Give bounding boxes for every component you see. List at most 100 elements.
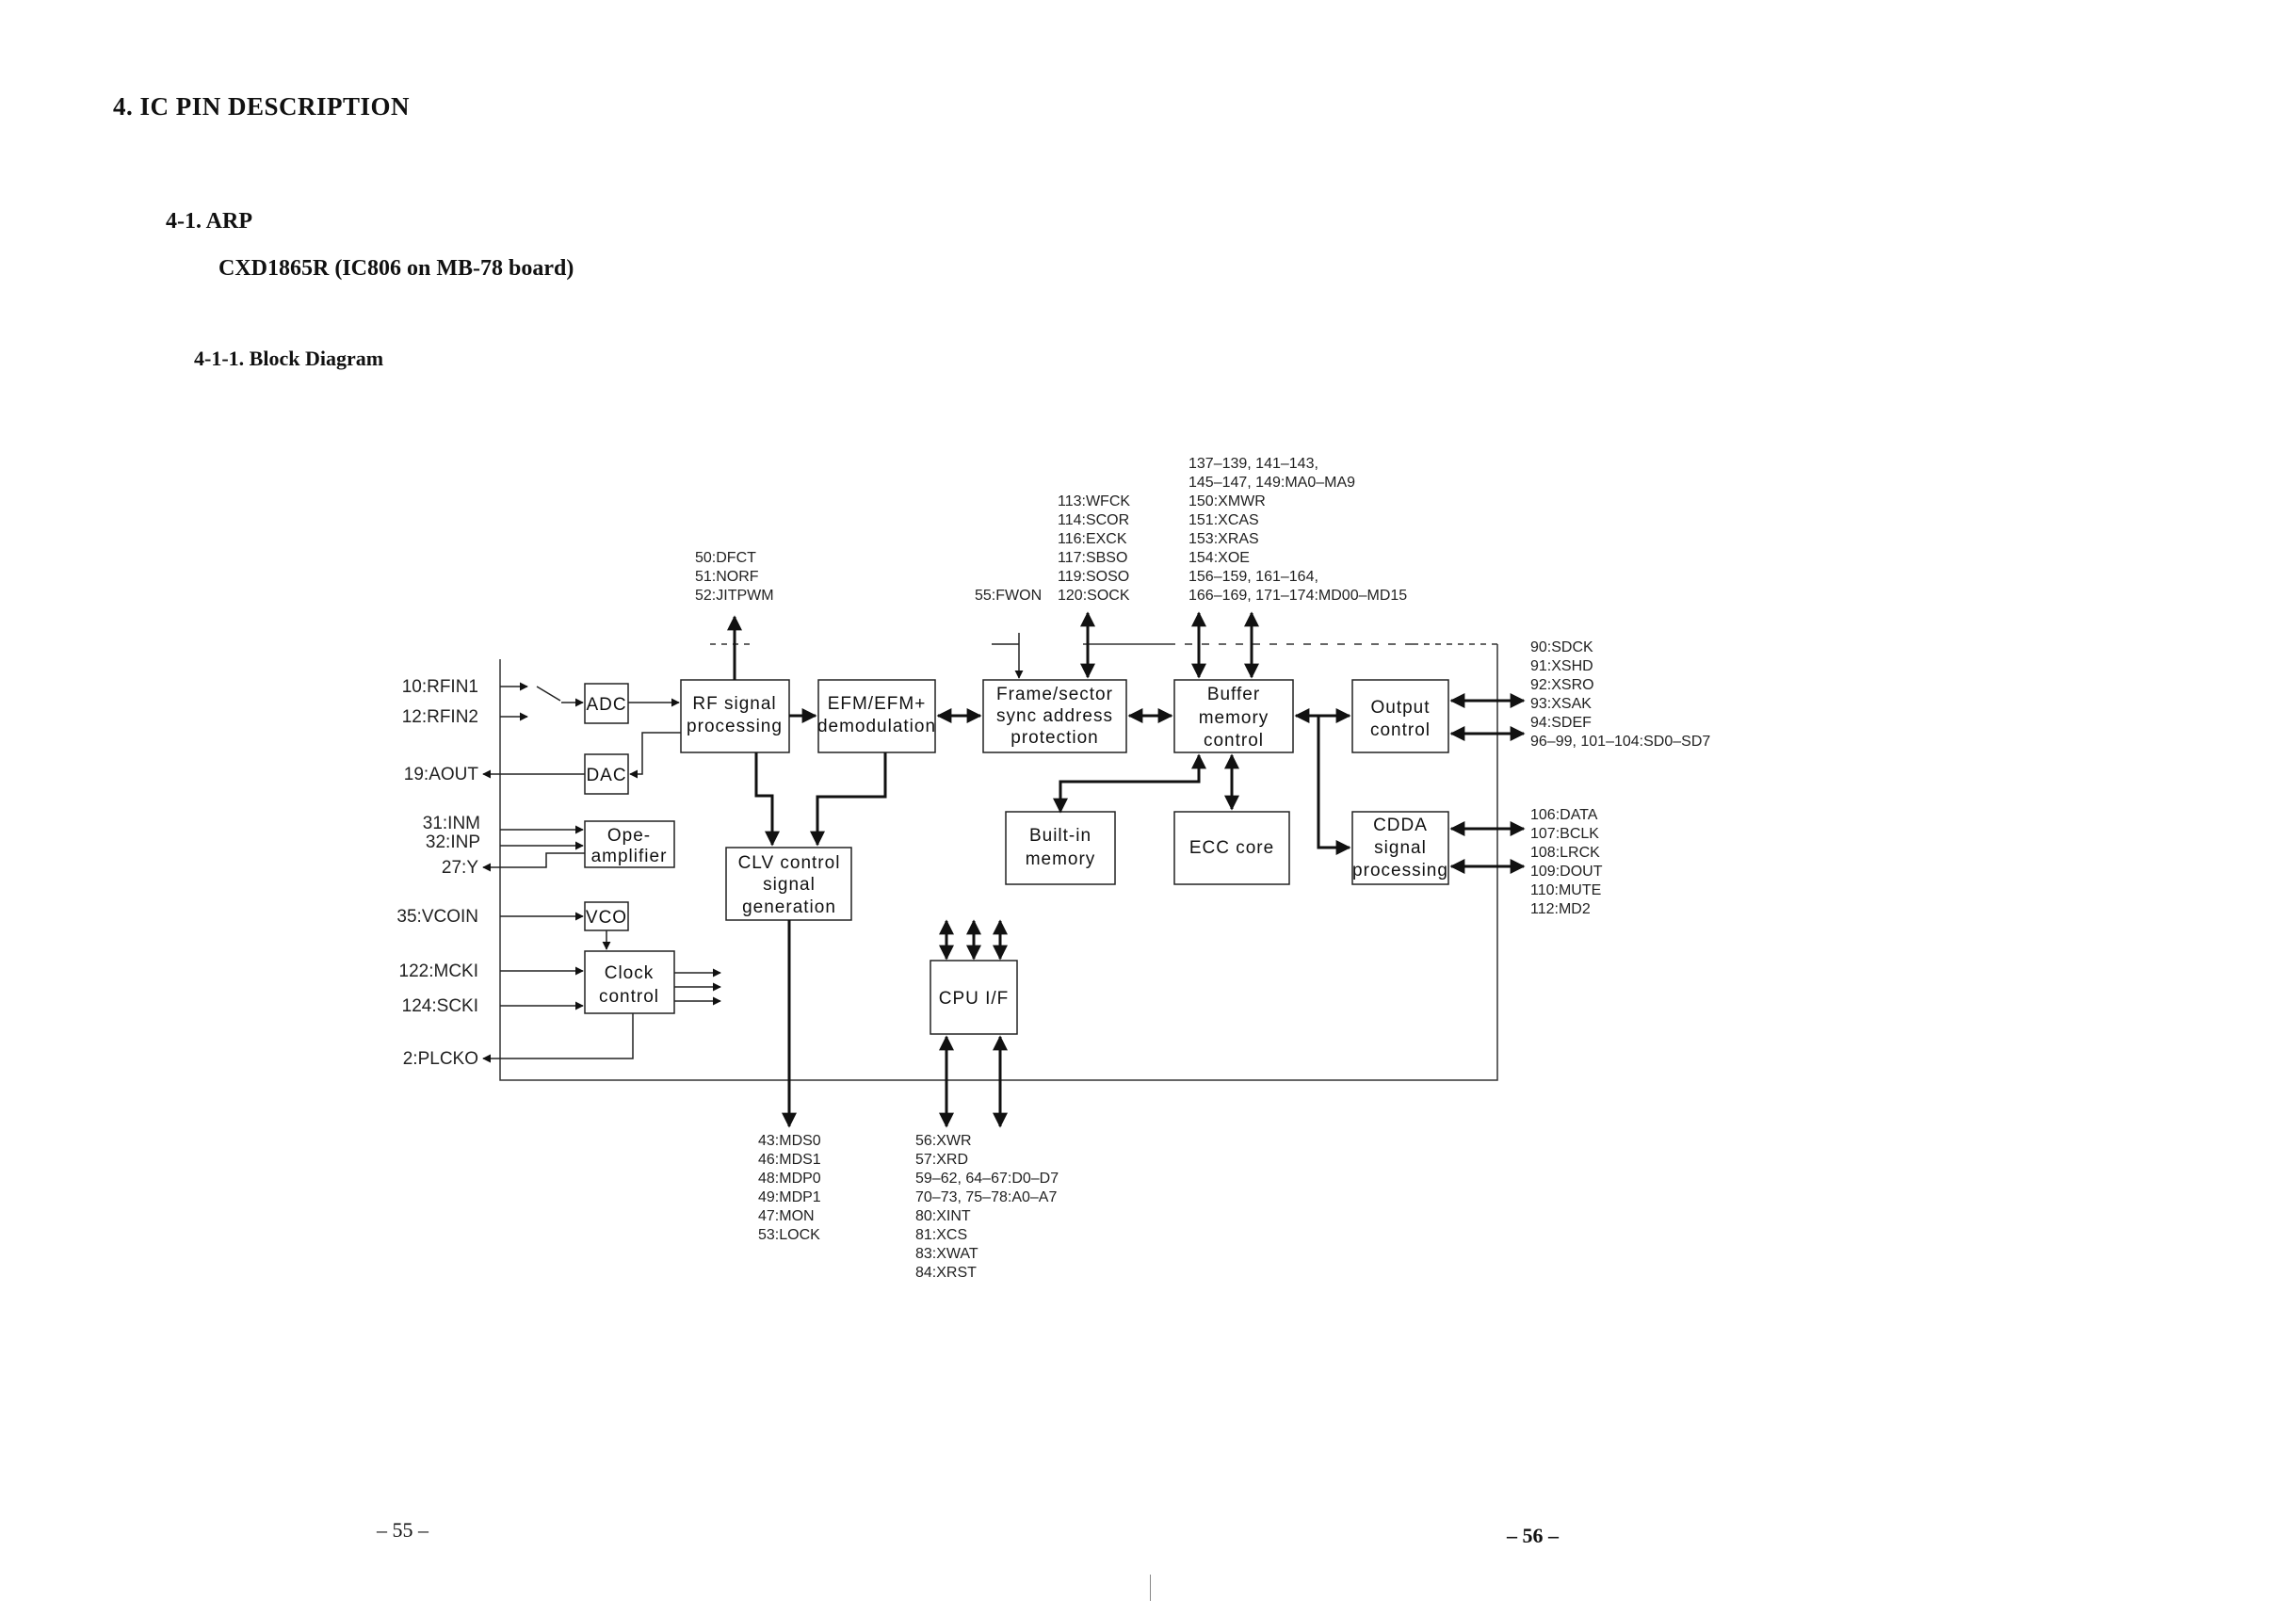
cpu-block (930, 960, 1018, 1035)
pin-sdef: 94:SDEF (1530, 715, 1592, 731)
chip-title: CXD1865R (IC806 on MB-78 board) (218, 256, 574, 281)
pin-inp: 32:INP (426, 832, 480, 852)
pin-vcoin: 35:VCOIN (396, 907, 478, 927)
rf-label-2: processing (687, 717, 783, 736)
pin-xcas: 151:XCAS (1188, 512, 1259, 528)
pin-xcs: 81:XCS (915, 1227, 967, 1243)
page-number-right: – 56 – (1507, 1524, 1559, 1547)
opeamp-label-1: Ope- (607, 826, 651, 846)
cpu-label: CPU I/F (939, 989, 1010, 1009)
adc-label: ADC (586, 695, 626, 715)
output-label-2: control (1370, 720, 1431, 740)
pin-xrd: 57:XRD (915, 1152, 968, 1168)
clv-label-2: signal (763, 875, 816, 895)
buffer-block (1173, 679, 1294, 753)
pin-sd: 96–99, 101–104:SD0–SD7 (1530, 734, 1710, 750)
pin-md-2: 166–169, 171–174:MD00–MD15 (1188, 588, 1407, 604)
pin-bclk: 107:BCLK (1530, 826, 1599, 842)
pin-soso: 119:SOSO (1058, 569, 1129, 585)
pin-mon: 47:MON (758, 1208, 815, 1224)
opeamp-label-2: amplifier (591, 847, 668, 866)
clock-block (584, 950, 675, 1014)
pin-jitpwm: 52:JITPWM (695, 588, 774, 604)
efm-label-2: demodulation (817, 717, 936, 736)
ecc-label: ECC core (1189, 838, 1274, 858)
adc-block (584, 683, 629, 724)
pin-mds1: 46:MDS1 (758, 1152, 821, 1168)
buffer-label-2: memory (1199, 708, 1269, 728)
pin-md-1: 156–159, 161–164, (1188, 569, 1318, 585)
pin-dfct: 50:DFCT (695, 550, 756, 566)
pin-mds0: 43:MDS0 (758, 1133, 821, 1149)
pin-rfin1: 10:RFIN1 (402, 677, 478, 697)
buffer-label-1: Buffer (1207, 685, 1260, 704)
pin-rfin2: 12:RFIN2 (402, 707, 478, 727)
pin-xoe: 154:XOE (1188, 550, 1250, 566)
output-block (1351, 679, 1449, 753)
clv-label-1: CLV control (738, 853, 841, 873)
cdda-label-3: processing (1352, 861, 1448, 881)
output-label-1: Output (1370, 698, 1430, 718)
pin-aout: 19:AOUT (404, 765, 479, 784)
cdda-label-1: CDDA (1373, 816, 1428, 835)
pin-wfck: 113:WFCK (1058, 493, 1130, 509)
pin-d0-d7: 59–62, 64–67:D0–D7 (915, 1171, 1059, 1187)
dac-block (584, 753, 629, 795)
efm-block (817, 679, 936, 753)
builtin-block (1005, 811, 1116, 885)
efm-to-clv (810, 752, 887, 847)
pin-xsro: 92:XSRO (1530, 677, 1594, 693)
pin-sdck: 90:SDCK (1530, 639, 1593, 655)
frame-label-2: sync address (996, 706, 1113, 726)
pin-mdp1: 49:MDP1 (758, 1189, 821, 1205)
pin-norf: 51:NORF (695, 569, 759, 585)
page-divider (1150, 1575, 1151, 1601)
clock-label-1: Clock (605, 963, 655, 983)
clv-block (725, 847, 852, 921)
frame-block (982, 679, 1127, 753)
rf-to-dac (629, 732, 681, 779)
pin-scki: 124:SCKI (402, 996, 478, 1016)
pin-xwr: 56:XWR (915, 1133, 972, 1149)
pin-a0-a7: 70–73, 75–78:A0–A7 (915, 1189, 1057, 1205)
subsection-title: 4-1. ARP (166, 209, 252, 234)
pin-xmwr: 150:XMWR (1188, 493, 1266, 509)
pin-md2: 112:MD2 (1530, 901, 1591, 917)
pin-xint: 80:XINT (915, 1208, 971, 1224)
builtin-label-1: Built-in (1029, 826, 1091, 846)
cdda-block (1351, 811, 1449, 885)
pin-inm: 31:INM (423, 814, 480, 833)
pin-scor: 114:SCOR (1058, 512, 1129, 528)
pin-exck: 116:EXCK (1058, 531, 1127, 547)
pin-xsak: 93:XSAK (1530, 696, 1592, 712)
pin-data: 106:DATA (1530, 807, 1598, 823)
pin-mdp0: 48:MDP0 (758, 1171, 821, 1187)
block-diagram-title: 4-1-1. Block Diagram (194, 347, 384, 370)
pin-xwat: 83:XWAT (915, 1246, 978, 1262)
pin-xras: 153:XRAS (1188, 531, 1259, 547)
ecc-block (1173, 811, 1290, 885)
page-number-left: – 55 – (377, 1518, 428, 1542)
pin-sock: 120:SOCK (1058, 588, 1130, 604)
opeamp-to-y (482, 852, 585, 872)
pin-mcki: 122:MCKI (399, 962, 478, 981)
pin-ma-1: 137–139, 141–143, (1188, 456, 1318, 472)
pin-xshd: 91:XSHD (1530, 658, 1593, 674)
rf-label-1: RF signal (692, 694, 776, 714)
frame-label-3: protection (1011, 728, 1098, 748)
pin-plcko: 2:PLCKO (403, 1049, 478, 1069)
buffer-label-3: control (1204, 731, 1264, 751)
builtin-buffer-bus (1053, 753, 1206, 814)
opeamp-block (584, 820, 675, 868)
buffer-to-cdda (1317, 716, 1351, 855)
pin-mute: 110:MUTE (1530, 882, 1601, 898)
dac-label: DAC (586, 766, 626, 785)
clock-label-2: control (599, 987, 659, 1007)
pin-lock: 53:LOCK (758, 1227, 820, 1243)
section-title: 4. IC PIN DESCRIPTION (113, 92, 411, 121)
vco-label: VCO (586, 908, 627, 928)
pin-fwon: 55:FWON (975, 588, 1042, 604)
cdda-label-2: signal (1374, 838, 1427, 858)
clv-label-3: generation (742, 897, 836, 917)
